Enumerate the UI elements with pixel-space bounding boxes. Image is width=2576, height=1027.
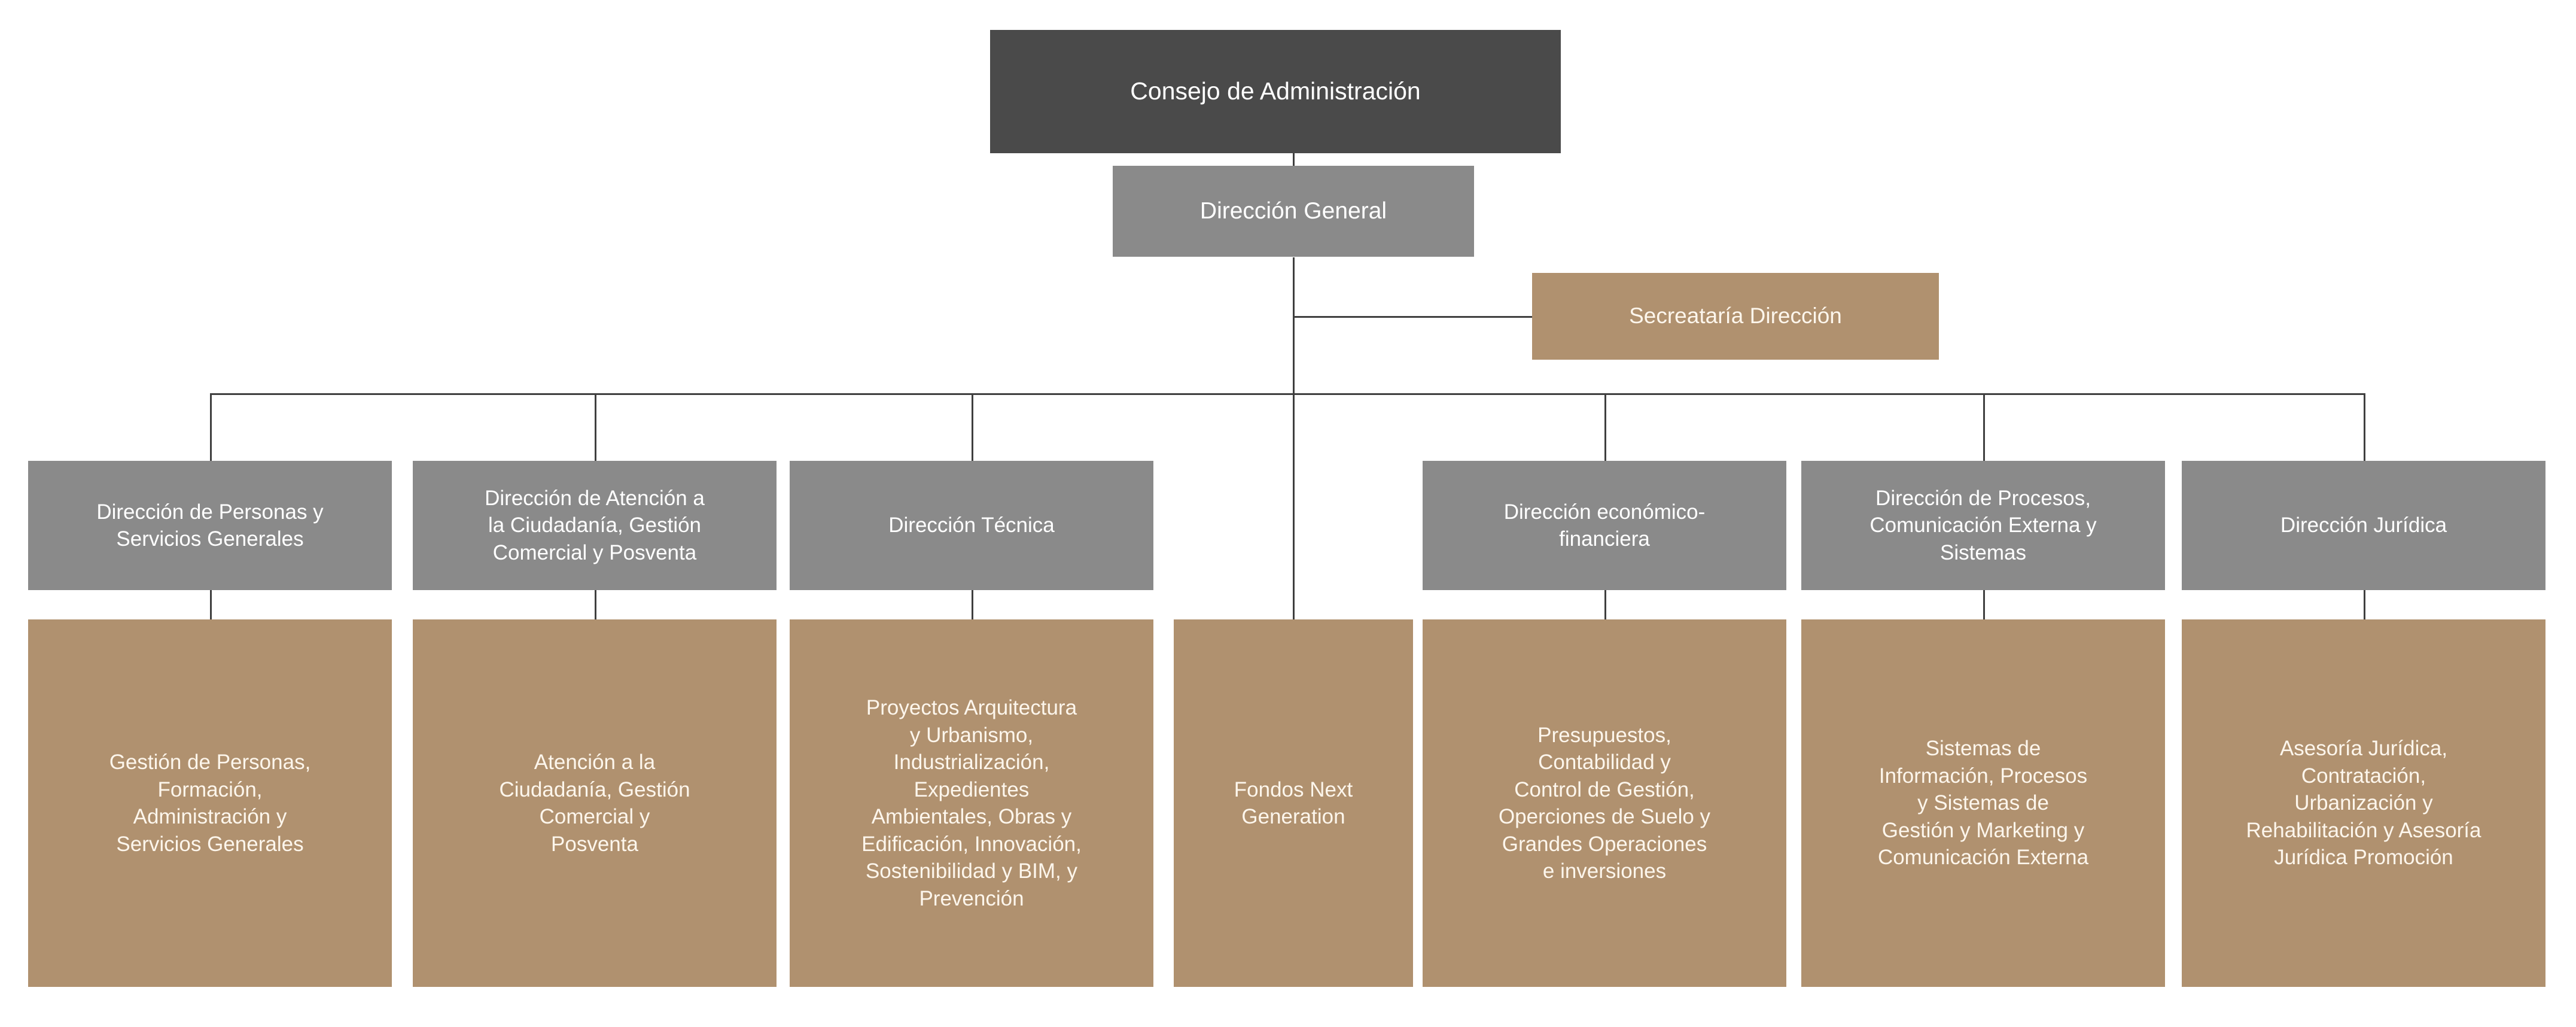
node-direccion-general-label: Dirección General	[1199, 198, 1387, 224]
connector-bus-to-juridica	[2364, 393, 2365, 461]
connector-bus-to-economico	[1604, 393, 1606, 461]
node-unit-procesos[interactable]: Sistemas de Información, Procesos y Sist…	[1801, 619, 2165, 987]
connector-procesos-to-unit	[1983, 590, 1985, 619]
node-dept-juridica-label: Dirección Jurídica	[2280, 514, 2447, 537]
connector-tecnica-to-unit	[972, 590, 973, 619]
node-consejo-administracion-label: Consejo de Administración	[1130, 77, 1421, 105]
node-secretaria-direccion[interactable]: Secreataría Dirección	[1532, 273, 1939, 360]
node-secretaria-direccion-label: Secreataría Dirección	[1629, 303, 1842, 329]
connector-bus-to-personas	[210, 393, 212, 461]
node-dept-economico-label: Dirección económico- financiera	[1503, 500, 1706, 551]
connector-bus-to-ciudadania	[595, 393, 596, 461]
connector-general-spine	[1293, 257, 1295, 631]
node-unit-tecnica-label: Proyectos Arquitectura y Urbanismo, Indu…	[861, 696, 1082, 910]
node-unit-personas-label: Gestión de Personas, Formación, Administ…	[109, 750, 311, 856]
node-dept-ciudadania[interactable]: Dirección de Atención a la Ciudadanía, G…	[413, 461, 777, 590]
node-unit-ciudadania[interactable]: Atención a la Ciudadanía, Gestión Comerc…	[413, 619, 777, 987]
node-dept-personas[interactable]: Dirección de Personas y Servicios Genera…	[28, 461, 392, 590]
node-unit-economico[interactable]: Presupuestos, Contabilidad y Control de …	[1423, 619, 1786, 987]
node-unit-ciudadania-label: Atención a la Ciudadanía, Gestión Comerc…	[499, 750, 690, 856]
node-fondos-next-generation-label: Fondos Next Generation	[1234, 777, 1353, 829]
node-dept-personas-label: Dirección de Personas y Servicios Genera…	[96, 500, 324, 551]
connector-personas-to-unit	[210, 590, 212, 619]
node-unit-procesos-label: Sistemas de Información, Procesos y Sist…	[1877, 737, 2089, 870]
node-dept-tecnica-label: Dirección Técnica	[888, 514, 1055, 537]
node-dept-tecnica[interactable]: Dirección Técnica	[790, 461, 1153, 590]
connector-juridica-to-unit	[2364, 590, 2365, 619]
node-unit-juridica-label: Asesoría Jurídica, Contratación, Urbaniz…	[2246, 737, 2481, 870]
node-unit-personas[interactable]: Gestión de Personas, Formación, Administ…	[28, 619, 392, 987]
connector-bus-to-procesos	[1983, 393, 1985, 461]
node-unit-economico-label: Presupuestos, Contabilidad y Control de …	[1498, 723, 1711, 883]
connector-economico-to-unit	[1604, 590, 1606, 619]
node-dept-economico[interactable]: Dirección económico- financiera	[1423, 461, 1786, 590]
connector-spine-to-secretariat	[1293, 316, 1532, 318]
node-dept-juridica[interactable]: Dirección Jurídica	[2182, 461, 2545, 590]
node-direccion-general[interactable]: Dirección General	[1113, 166, 1474, 257]
node-dept-procesos[interactable]: Dirección de Procesos, Comunicación Exte…	[1801, 461, 2165, 590]
node-fondos-next-generation[interactable]: Fondos Next Generation	[1174, 619, 1413, 987]
node-dept-procesos-label: Dirección de Procesos, Comunicación Exte…	[1869, 486, 2097, 564]
node-unit-tecnica[interactable]: Proyectos Arquitectura y Urbanismo, Indu…	[790, 619, 1153, 987]
node-unit-juridica[interactable]: Asesoría Jurídica, Contratación, Urbaniz…	[2182, 619, 2545, 987]
node-consejo-administracion[interactable]: Consejo de Administración	[990, 30, 1561, 153]
node-dept-ciudadania-label: Dirección de Atención a la Ciudadanía, G…	[485, 486, 705, 564]
connector-ciudadania-to-unit	[595, 590, 596, 619]
connector-main-bus	[210, 393, 2364, 395]
connector-bus-to-tecnica	[972, 393, 973, 461]
